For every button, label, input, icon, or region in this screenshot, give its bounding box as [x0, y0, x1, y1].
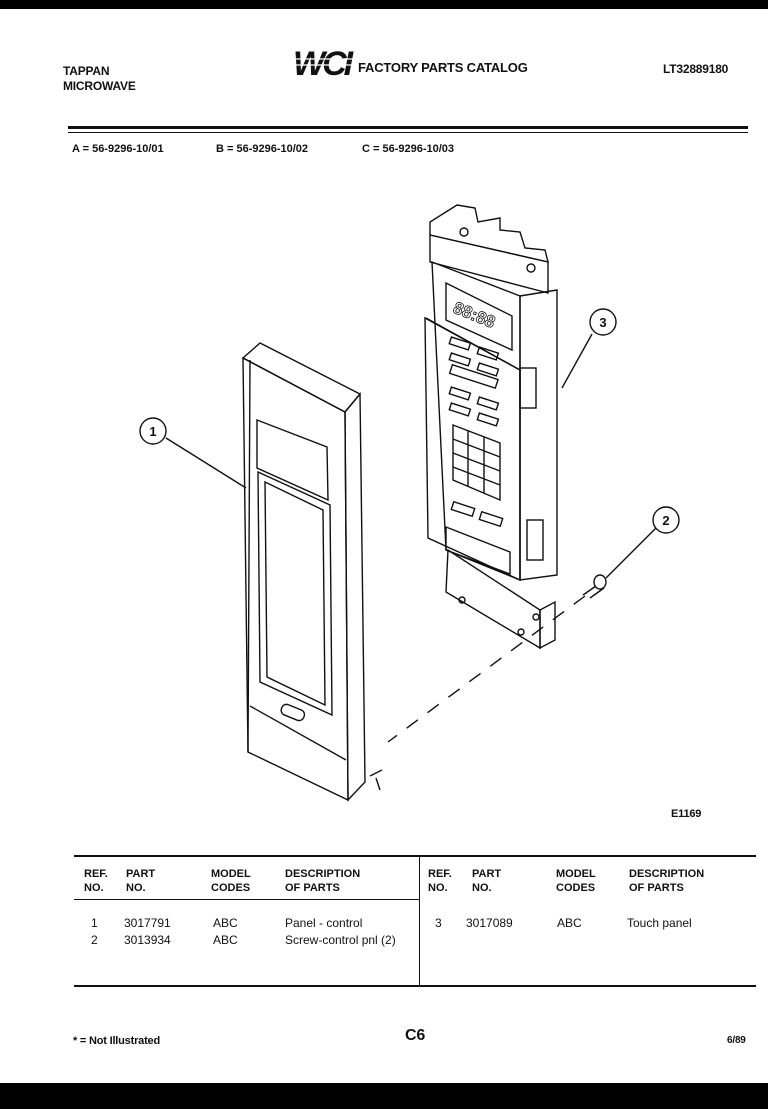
callout-label-2: 2 — [662, 513, 669, 528]
leader-line-2 — [605, 527, 657, 579]
callout-circle-1 — [139, 417, 167, 445]
row-1-part: 3017791 — [124, 916, 171, 930]
touch-panel-part — [424, 204, 558, 650]
row-2-desc: Screw-control pnl (2) — [285, 933, 396, 947]
diagram-id: E1169 — [671, 808, 702, 820]
row-3-part: 3017089 — [466, 916, 513, 930]
bottom-scan-bar — [0, 1083, 768, 1109]
control-panel-part — [241, 342, 383, 802]
row-2-ref: 2 — [91, 933, 98, 947]
callout-circle-2 — [652, 506, 680, 534]
row-3-desc: Touch panel — [627, 916, 692, 930]
callout-label-3: 3 — [599, 315, 606, 330]
header-rule-thin — [68, 132, 748, 133]
row-2-part: 3013934 — [124, 933, 171, 947]
row-3-codes: ABC — [557, 916, 582, 930]
row-1-ref: 1 — [91, 916, 98, 930]
leader-line-1 — [165, 437, 247, 489]
table-header-rule-left — [74, 899, 419, 900]
catalog-title: FACTORY PARTS CATALOG — [358, 60, 528, 75]
leader-line-3 — [561, 333, 593, 389]
brand-line-1: TAPPAN — [63, 64, 110, 78]
header-ref-no-left: REF.NO. — [84, 868, 108, 894]
row-3-ref: 3 — [435, 916, 442, 930]
brand-block: TAPPAN MICROWAVE — [63, 64, 136, 94]
catalog-date: 6/89 — [727, 1035, 746, 1046]
table-top-rule — [74, 855, 756, 857]
row-2-codes: ABC — [213, 933, 238, 947]
assembly-line — [387, 595, 586, 743]
model-c: C = 56-9296-10/03 — [362, 143, 455, 155]
callout-circle-3 — [589, 308, 617, 336]
header-ref-no-right: REF.NO. — [428, 868, 452, 894]
row-1-codes: ABC — [213, 916, 238, 930]
top-scan-bar — [0, 0, 768, 9]
table-divider — [419, 857, 420, 985]
row-1-desc: Panel - control — [285, 916, 363, 930]
svg-text:WCI: WCI — [293, 47, 355, 81]
model-a: A = 56-9296-10/01 — [72, 143, 164, 155]
footnote: * = Not Illustrated — [73, 1035, 160, 1047]
wci-logo: WCI — [293, 47, 355, 81]
brand-line-2: MICROWAVE — [63, 79, 136, 93]
callout-label-1: 1 — [149, 424, 156, 439]
header-rule-thick — [68, 126, 748, 129]
exploded-parts-diagram: 1 2 3 88:88 — [139, 204, 680, 802]
catalog-id: LT32889180 — [663, 62, 729, 76]
screw-part — [582, 574, 607, 599]
model-b: B = 56-9296-10/02 — [216, 143, 309, 155]
table-bottom-rule — [74, 985, 756, 987]
page-number: C6 — [405, 1027, 426, 1044]
display-readout: 88:88 — [451, 298, 498, 332]
